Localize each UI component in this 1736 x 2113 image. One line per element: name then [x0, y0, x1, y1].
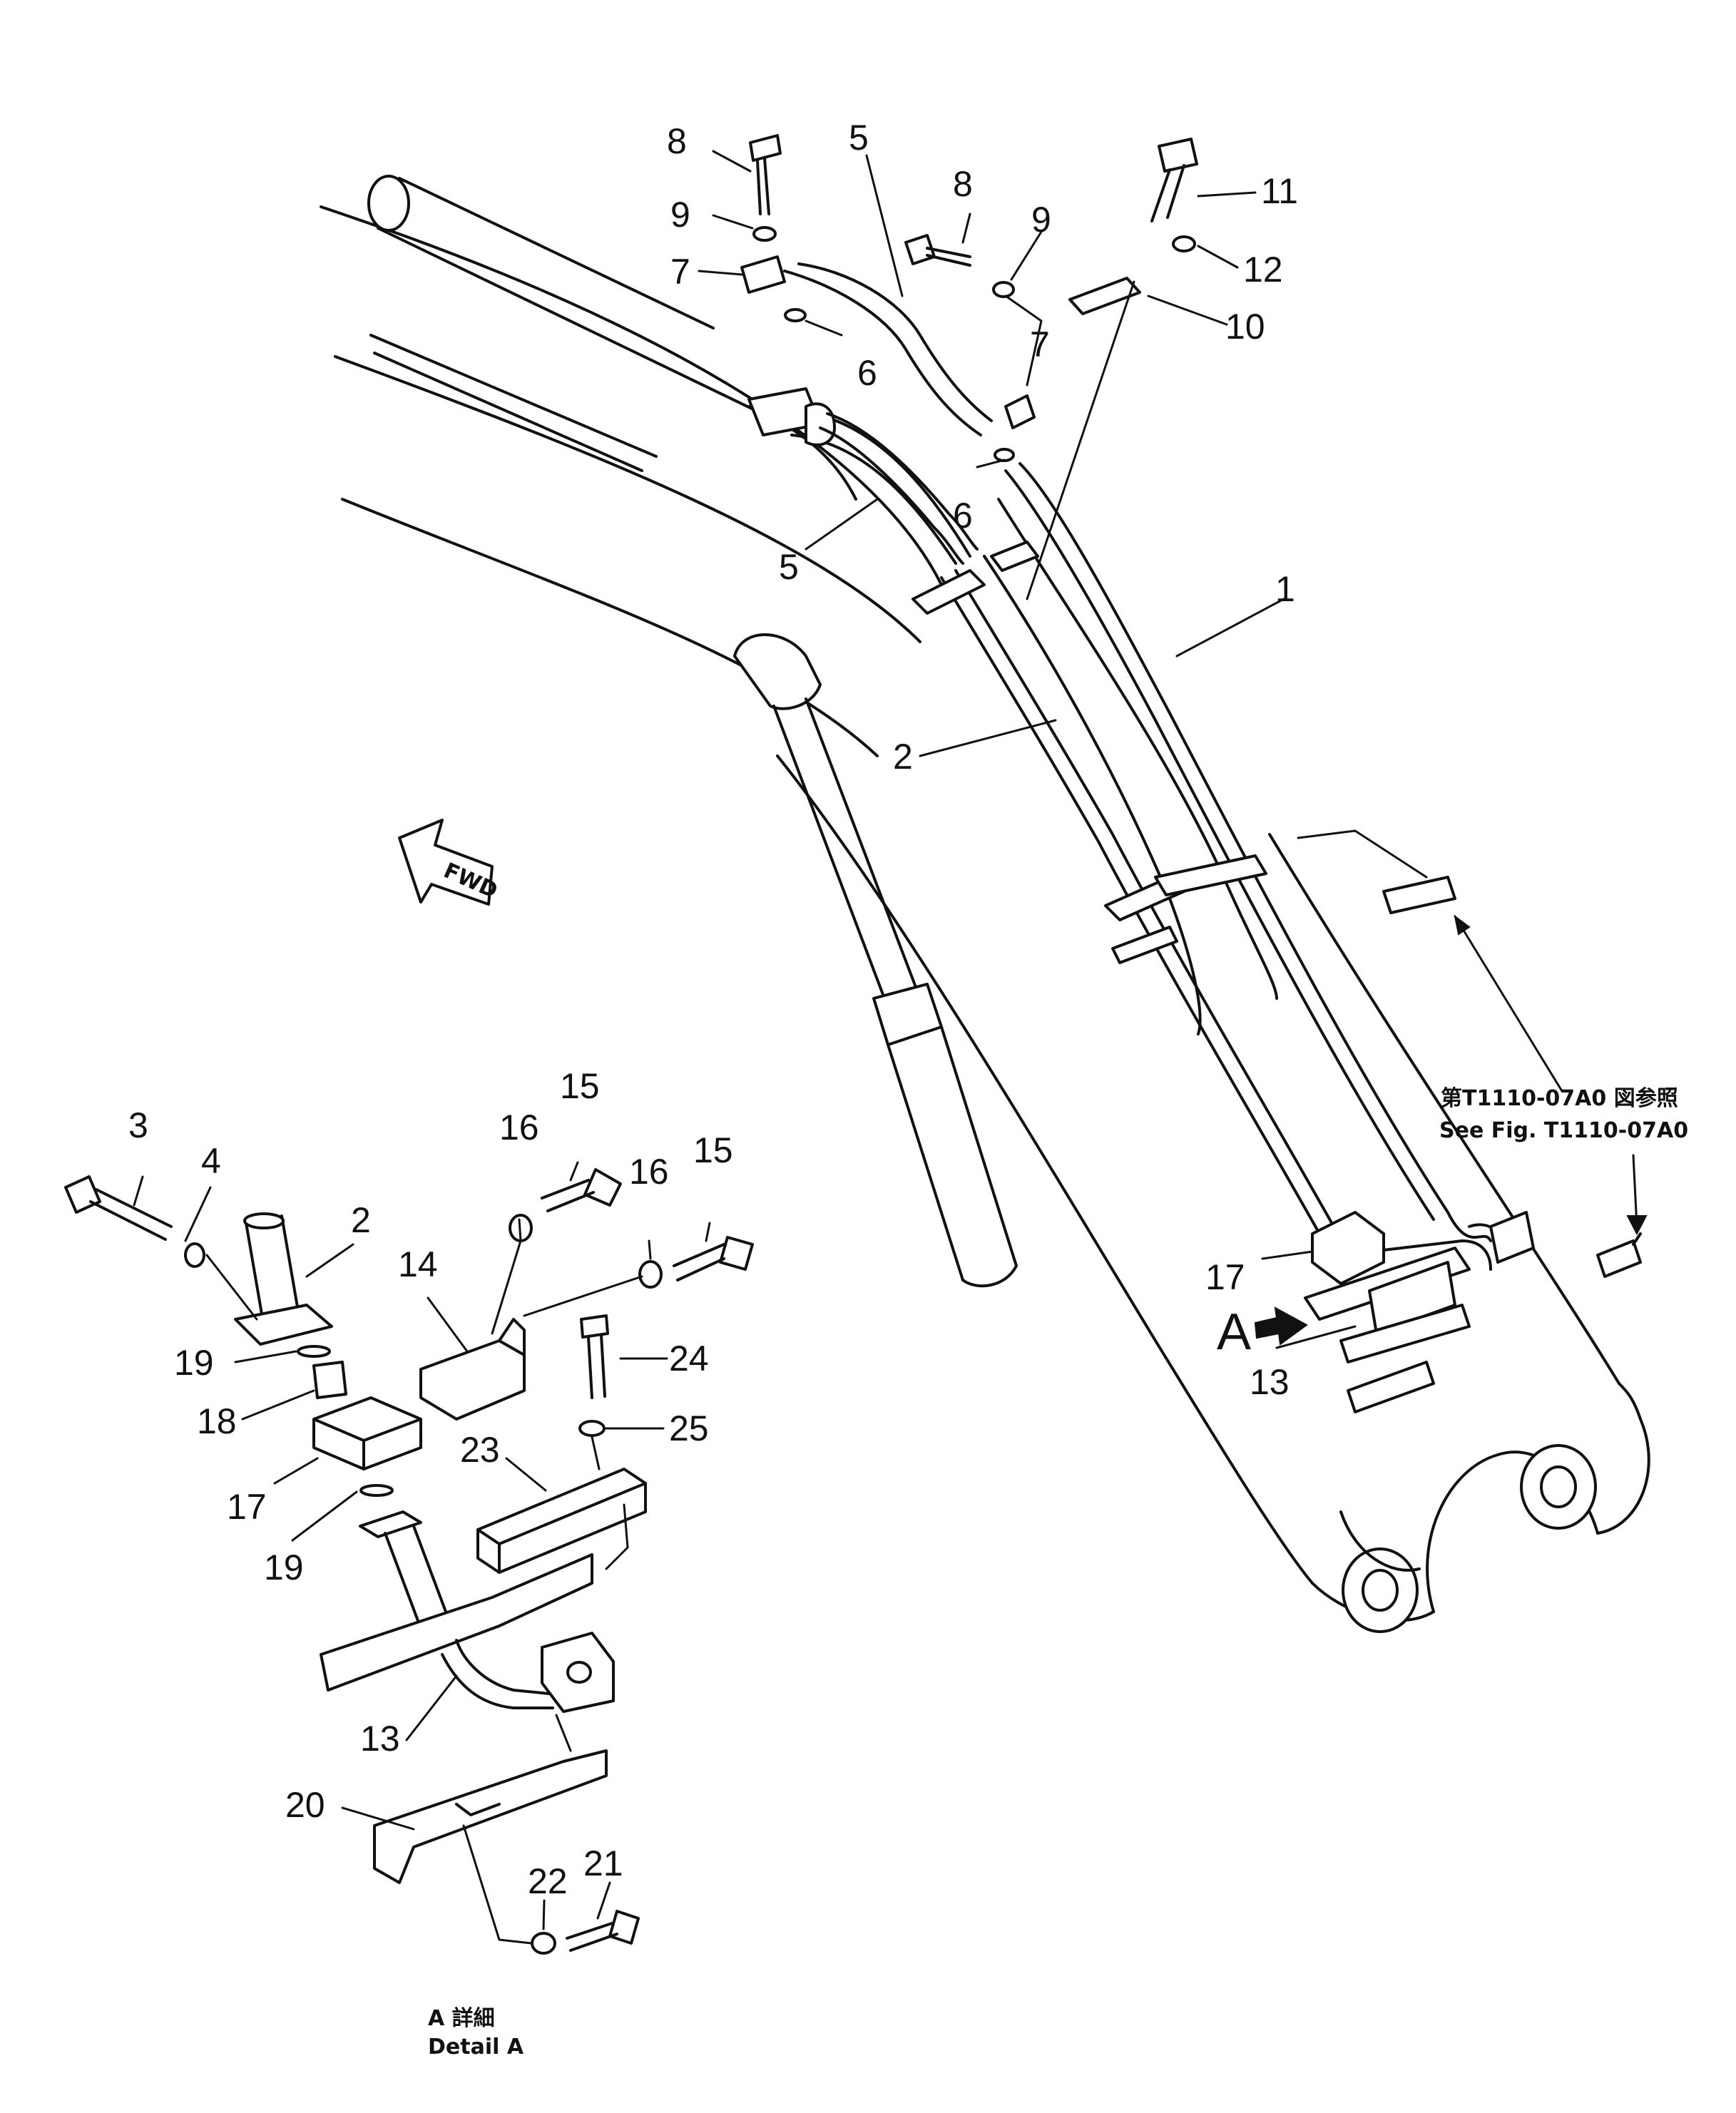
callout-19-lower: 19 [264, 1547, 304, 1587]
callout-16-right: 16 [629, 1152, 669, 1192]
callout-25: 25 [669, 1408, 709, 1448]
callout-9-mid: 9 [1031, 200, 1051, 240]
boom-clamps [912, 541, 1642, 1278]
callout-24: 24 [669, 1339, 709, 1378]
callout-4: 4 [201, 1141, 221, 1181]
hydraulic-tubes [790, 412, 1506, 1271]
callout-13-detail: 13 [360, 1719, 400, 1759]
detail-title-en: Detail A [428, 2035, 524, 2060]
callout-9-top: 9 [670, 195, 690, 235]
callout-20: 20 [285, 1785, 325, 1825]
detail-a-parts [64, 1168, 754, 1955]
detail-a-letter: A [1217, 1304, 1251, 1361]
callout-18: 18 [197, 1401, 237, 1441]
callout-19-upper: 19 [174, 1343, 214, 1383]
detail-a-marker: A [1217, 1304, 1308, 1361]
callout-12: 12 [1243, 250, 1283, 290]
callout-2-detail: 2 [351, 1200, 371, 1240]
see-fig-en: See Fig. T1110-07A0 [1439, 1118, 1688, 1143]
callout-8-mid: 8 [953, 164, 973, 204]
callout-23: 23 [460, 1430, 500, 1470]
callout-7-lower: 7 [1030, 324, 1050, 364]
see-fig-jp: 第T1110-07A0 図参照 [1441, 1086, 1678, 1111]
callout-14: 14 [398, 1244, 438, 1284]
main-callouts: 8 9 7 5 8 9 11 12 10 6 7 6 5 1 2 17 13 [667, 118, 1298, 1402]
callout-15-right: 15 [693, 1130, 733, 1170]
callout-2: 2 [893, 737, 913, 777]
detail-title-jp: A 詳細 [428, 2006, 495, 2031]
boom-body [320, 205, 1650, 1633]
callout-16-left: 16 [499, 1107, 539, 1147]
callout-15-left: 15 [560, 1066, 600, 1106]
callout-11: 11 [1261, 171, 1298, 211]
fwd-arrow: FWD [398, 819, 501, 906]
callout-13: 13 [1250, 1362, 1290, 1402]
callout-22: 22 [528, 1861, 568, 1901]
callout-17-detail: 17 [227, 1487, 267, 1527]
top-fittings [740, 134, 1198, 565]
callout-1: 1 [1275, 569, 1295, 609]
see-fig-reference: 第T1110-07A0 図参照 See Fig. T1110-07A0 [1297, 829, 1688, 1236]
detail-callouts: 3 4 2 16 15 16 15 14 19 18 17 19 24 25 2… [128, 1066, 733, 1901]
callout-5-lower: 5 [779, 547, 799, 587]
callout-10: 10 [1225, 307, 1265, 347]
callout-17: 17 [1205, 1257, 1245, 1297]
callout-8-top: 8 [667, 121, 687, 161]
callout-21: 21 [583, 1843, 623, 1883]
arm-cylinder [367, 175, 857, 501]
boom-cylinder [733, 633, 1018, 1288]
callout-6-lower: 6 [953, 496, 973, 536]
valve-block-assembly [1304, 1211, 1471, 1413]
main-leaders [698, 150, 1357, 1349]
detail-caption: A 詳細 Detail A [428, 2006, 524, 2060]
callout-3: 3 [128, 1105, 148, 1145]
callout-5-top: 5 [849, 118, 869, 158]
detail-leaders [133, 1161, 711, 1945]
callout-6-upper: 6 [857, 353, 877, 393]
callout-7-top: 7 [670, 252, 690, 292]
